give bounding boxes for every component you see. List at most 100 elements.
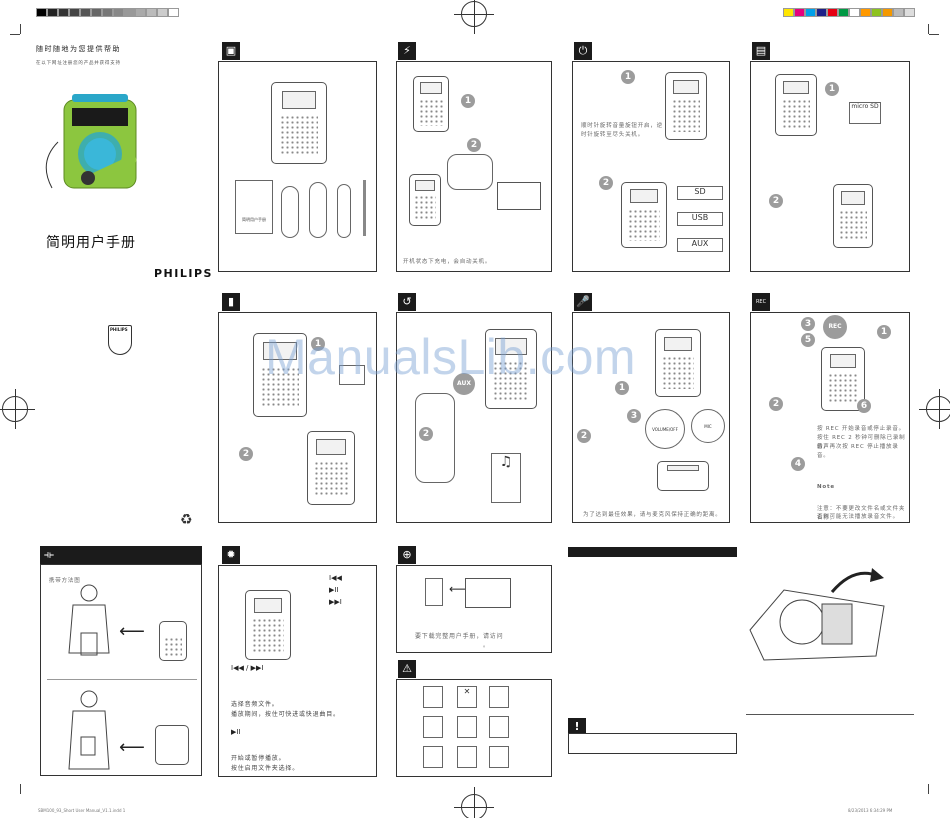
footer-right: 8/23/2013 6:34:29 PM (848, 808, 893, 813)
source-usb: USB (677, 212, 723, 226)
panel-warning: ✕ (396, 679, 552, 777)
step-badge: 1 (877, 325, 891, 339)
power-icon: ⏻ (574, 42, 592, 60)
prev-control: I◀◀ (329, 574, 342, 582)
strap (363, 180, 366, 236)
arrow-left-icon: ⟵ (119, 621, 145, 642)
warning-pictogram (489, 746, 509, 768)
usb-flash-drive (339, 365, 365, 385)
panel-aux: AUX 2 ♫ (396, 312, 552, 523)
usb-cable (281, 186, 299, 238)
wear-label: 携带方法图 (49, 578, 81, 584)
registration-mark-right (919, 389, 950, 429)
aux-cable-icon: ↺ (398, 293, 416, 311)
panel-online: ⟵ 要下载完整用户手册，请访问 。 (396, 565, 552, 653)
warning-pictogram (457, 716, 477, 738)
battery-icon: ⚡ (398, 42, 416, 60)
box-icon: ▣ (222, 42, 240, 60)
step-badge: 1 (615, 381, 629, 395)
step-badge: 2 (769, 397, 783, 411)
product-speaker-photo (45, 94, 137, 189)
panel-sd-card: 1 micro SD 2 (750, 61, 910, 272)
skip-line-2: 播放期间，按住可快进或快退曲目。 (231, 711, 340, 718)
manual-booklet (425, 578, 443, 606)
online-subtext: 。 (483, 643, 490, 649)
philips-logo: PHILIPS (154, 267, 213, 280)
grey-scale-bar (36, 8, 179, 17)
device-illustration (271, 82, 327, 164)
footer-left: SBM100_93_Short User Manual_V1.1.indd 1 (38, 808, 126, 813)
warning-pictogram (489, 686, 509, 708)
person-with-belt-illustration (68, 690, 110, 770)
watermark: ManualsLib.com (265, 329, 637, 385)
strap-icon: ⟛ (40, 546, 202, 564)
laptop-illustration (497, 182, 541, 210)
crop-mark (928, 784, 929, 794)
panel-wear: 携带方法图 ⟵ ⟵ (40, 564, 202, 776)
online-text: 要下载完整用户手册，请访问 (415, 633, 504, 640)
quick-start-booklet: 简明用户手册 (235, 180, 273, 234)
device-with-strap (159, 621, 187, 661)
device-illustration (485, 329, 537, 409)
caution-icon: ! (568, 718, 586, 736)
cover-subtitle: 在以下网址注册您的产品并获得支持 (36, 61, 121, 66)
rec-icon: REC (752, 293, 770, 311)
microphone-icon: 🎤 (574, 293, 592, 311)
recycle-icon: ♻ (180, 512, 193, 528)
step-badge: 2 (467, 138, 481, 152)
step-badge: 3 (801, 317, 815, 331)
step-badge: 1 (311, 337, 325, 351)
step-badge: 2 (419, 427, 433, 441)
step-badge: 2 (577, 429, 591, 443)
mic-note: 为了达到最佳效果，请与麦克风保持正确的距离。 (583, 512, 722, 518)
person-with-strap-illustration (68, 584, 110, 656)
divider (47, 679, 197, 680)
device-illustration (253, 333, 307, 417)
usb-icon: ▮ (222, 293, 240, 311)
sun-icon: ✹ (222, 546, 240, 564)
next-control: ▶▶I (329, 598, 342, 606)
skip-label: I◀◀ / ▶▶I (231, 664, 264, 672)
record-line-3: 音，再次按 REC 停止播放录音。 (817, 444, 899, 459)
crop-mark (20, 784, 21, 794)
panel-usb: 1 2 (218, 312, 377, 523)
usb-cable (447, 154, 493, 190)
device-illustration (655, 329, 701, 397)
power-note: 顺时针旋转音量旋钮开启，逆时针旋转至尽头关机。 (581, 123, 663, 138)
laptop-illustration (465, 578, 511, 608)
device-illustration (657, 461, 709, 491)
step-badge: 6 (857, 399, 871, 413)
source-aux: AUX (677, 238, 723, 252)
crop-mark (20, 24, 21, 34)
rec-button-illustration: REC (823, 315, 847, 339)
arrow-left-icon: ⟵ (119, 737, 145, 758)
step-badge: 1 (825, 82, 839, 96)
warning-pictogram (457, 746, 477, 768)
record-line-1: 按 REC 开始录音或停止录音。 (817, 426, 905, 432)
panel-box-contents: 简明用户手册 (218, 61, 377, 272)
step-badge: 2 (769, 194, 783, 208)
device-illustration (775, 74, 817, 136)
device-belt-clip (155, 725, 189, 765)
divider (746, 714, 914, 715)
panel-charge: 1 2 开机状态下充电，会自动关机。 (396, 61, 552, 272)
aux-jack: AUX (453, 373, 475, 395)
crop-mark (10, 34, 20, 35)
pp-line-1: 开始或暂停播放。 (231, 755, 286, 762)
volume-knob: VOLUME/OFF (645, 409, 685, 449)
device-illustration (413, 76, 449, 132)
device-illustration (409, 174, 441, 226)
step-badge: 2 (599, 176, 613, 190)
charge-note: 开机状态下充电，会自动关机。 (403, 259, 492, 265)
shield-label: PHILIPS (110, 327, 128, 332)
mic-knob: MIC (691, 409, 725, 443)
registration-mark-left (0, 389, 35, 429)
music-player: ♫ (491, 453, 521, 503)
microphone (337, 184, 351, 238)
step-badge: 1 (621, 70, 635, 84)
sd-card-icon: ▤ (752, 42, 770, 60)
caution-box (568, 733, 737, 754)
cover-title: 随时随地为您提供帮助 (36, 45, 121, 53)
device-illustration (621, 182, 667, 248)
device-illustration (665, 72, 707, 140)
